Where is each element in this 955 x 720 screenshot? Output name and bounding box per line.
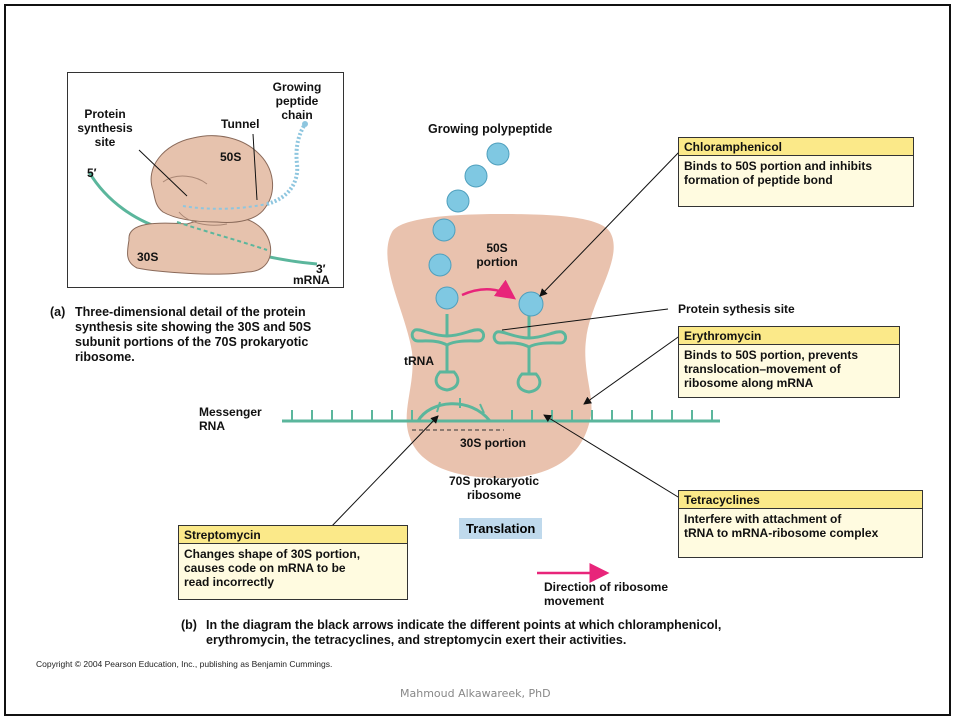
callout-streptomycin: Streptomycin Changes shape of 30S portio…	[178, 525, 408, 600]
callout-tetracyclines: Tetracyclines Interfere with attachment …	[678, 490, 923, 558]
callout-chloramphenicol: Chloramphenicol Binds to 50S portion and…	[678, 137, 914, 207]
label-messenger-rna: Messenger RNA	[199, 405, 262, 433]
panel-b-caption-letter: (b)	[181, 618, 197, 633]
label-protein-synthesis-site-b: Protein sythesis site	[678, 302, 795, 316]
tetracyclines-title: Tetracyclines	[679, 491, 922, 509]
label-30s-portion: 30S portion	[460, 436, 526, 450]
panel-b-caption: In the diagram the black arrows indicate…	[206, 618, 721, 648]
streptomycin-title: Streptomycin	[179, 526, 407, 544]
label-70s-ribosome: 70S prokaryotic ribosome	[444, 474, 544, 502]
tetracyclines-description: Interfere with attachment of tRNA to mRN…	[679, 509, 922, 543]
slide-footer: Mahmoud Alkawareek, PhD	[400, 687, 551, 700]
chloramphenicol-description: Binds to 50S portion and inhibits format…	[679, 156, 913, 190]
label-growing-polypeptide: Growing polypeptide	[428, 122, 552, 136]
erythromycin-title: Erythromycin	[679, 327, 899, 345]
label-50s-portion: 50S portion	[474, 241, 520, 269]
arrow-streptomycin	[330, 416, 438, 528]
streptomycin-description: Changes shape of 30S portion, causes cod…	[179, 544, 407, 592]
chloramphenicol-title: Chloramphenicol	[679, 138, 913, 156]
copyright-text: Copyright © 2004 Pearson Education, Inc.…	[36, 659, 332, 669]
label-direction-of-movement: Direction of ribosome movement	[544, 580, 668, 608]
callout-erythromycin: Erythromycin Binds to 50S portion, preve…	[678, 326, 900, 398]
translation-label: Translation	[459, 518, 542, 539]
erythromycin-description: Binds to 50S portion, prevents transloca…	[679, 345, 899, 393]
label-trna: tRNA	[404, 354, 434, 368]
arrow-erythromycin	[584, 335, 681, 404]
